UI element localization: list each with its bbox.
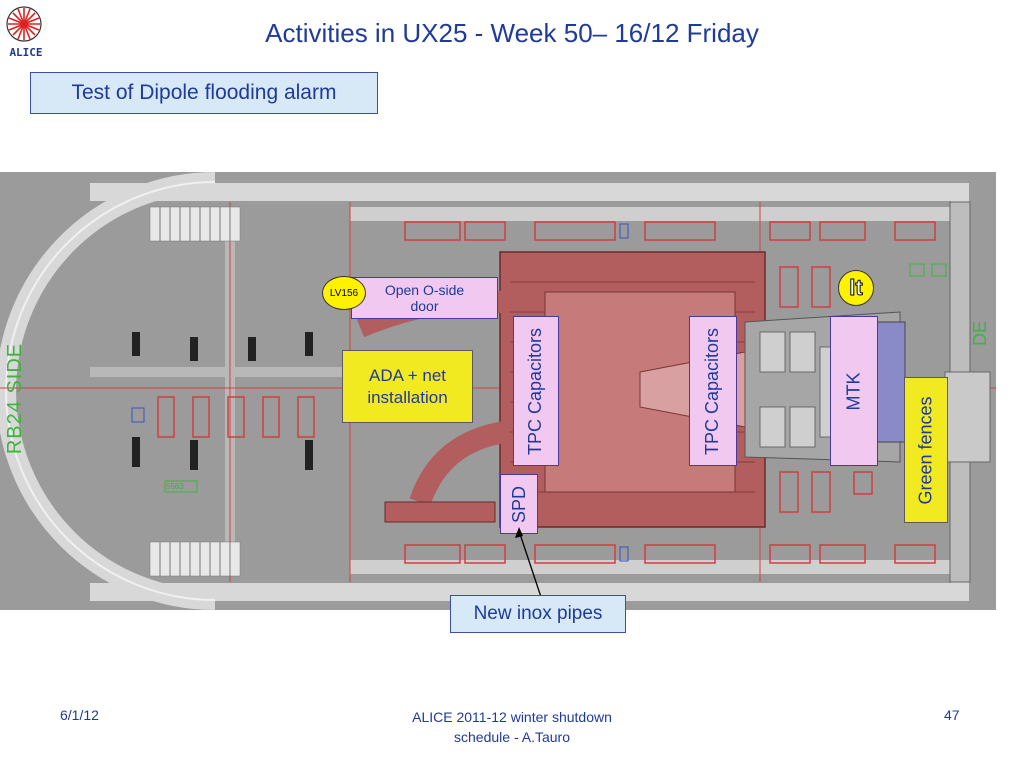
green-fences-label: Green fences — [904, 377, 948, 523]
footer-page-number: 47 — [944, 707, 960, 723]
footer-center-line2: schedule - A.Tauro — [454, 729, 570, 745]
lt-badge: lt — [838, 270, 874, 306]
ada-net-installation-label: ADA + net installation — [342, 350, 473, 423]
page-title: Activities in UX25 - Week 50– 16/12 Frid… — [265, 18, 759, 48]
alice-logo: ALICE — [4, 4, 44, 66]
tpc-capacitors-right-label: TPC Capacitors — [689, 316, 737, 466]
arrow-to-spd-icon — [515, 527, 542, 598]
footer-center: ALICE 2011-12 winter shutdown schedule -… — [362, 707, 662, 747]
logo-text: ALICE — [9, 46, 43, 59]
open-o-side-door-label: Open O-side door — [351, 277, 498, 319]
lv156-badge: LV156 — [322, 276, 366, 310]
footer-date: 6/1/12 — [60, 707, 99, 723]
tpc-capacitors-left-label: TPC Capacitors — [513, 316, 559, 466]
rb24-side-label: RB24 SIDE — [4, 342, 27, 454]
footer-center-line1: ALICE 2011-12 winter shutdown — [412, 709, 612, 725]
subtitle-callout: Test of Dipole flooding alarm — [30, 72, 378, 114]
d-side-label: DE — [970, 320, 991, 346]
alice-star-icon — [6, 6, 42, 42]
small-green-tag: 5563 — [166, 482, 184, 491]
new-inox-pipes-callout: New inox pipes — [450, 595, 626, 633]
mtk-label: MTK — [830, 316, 878, 466]
